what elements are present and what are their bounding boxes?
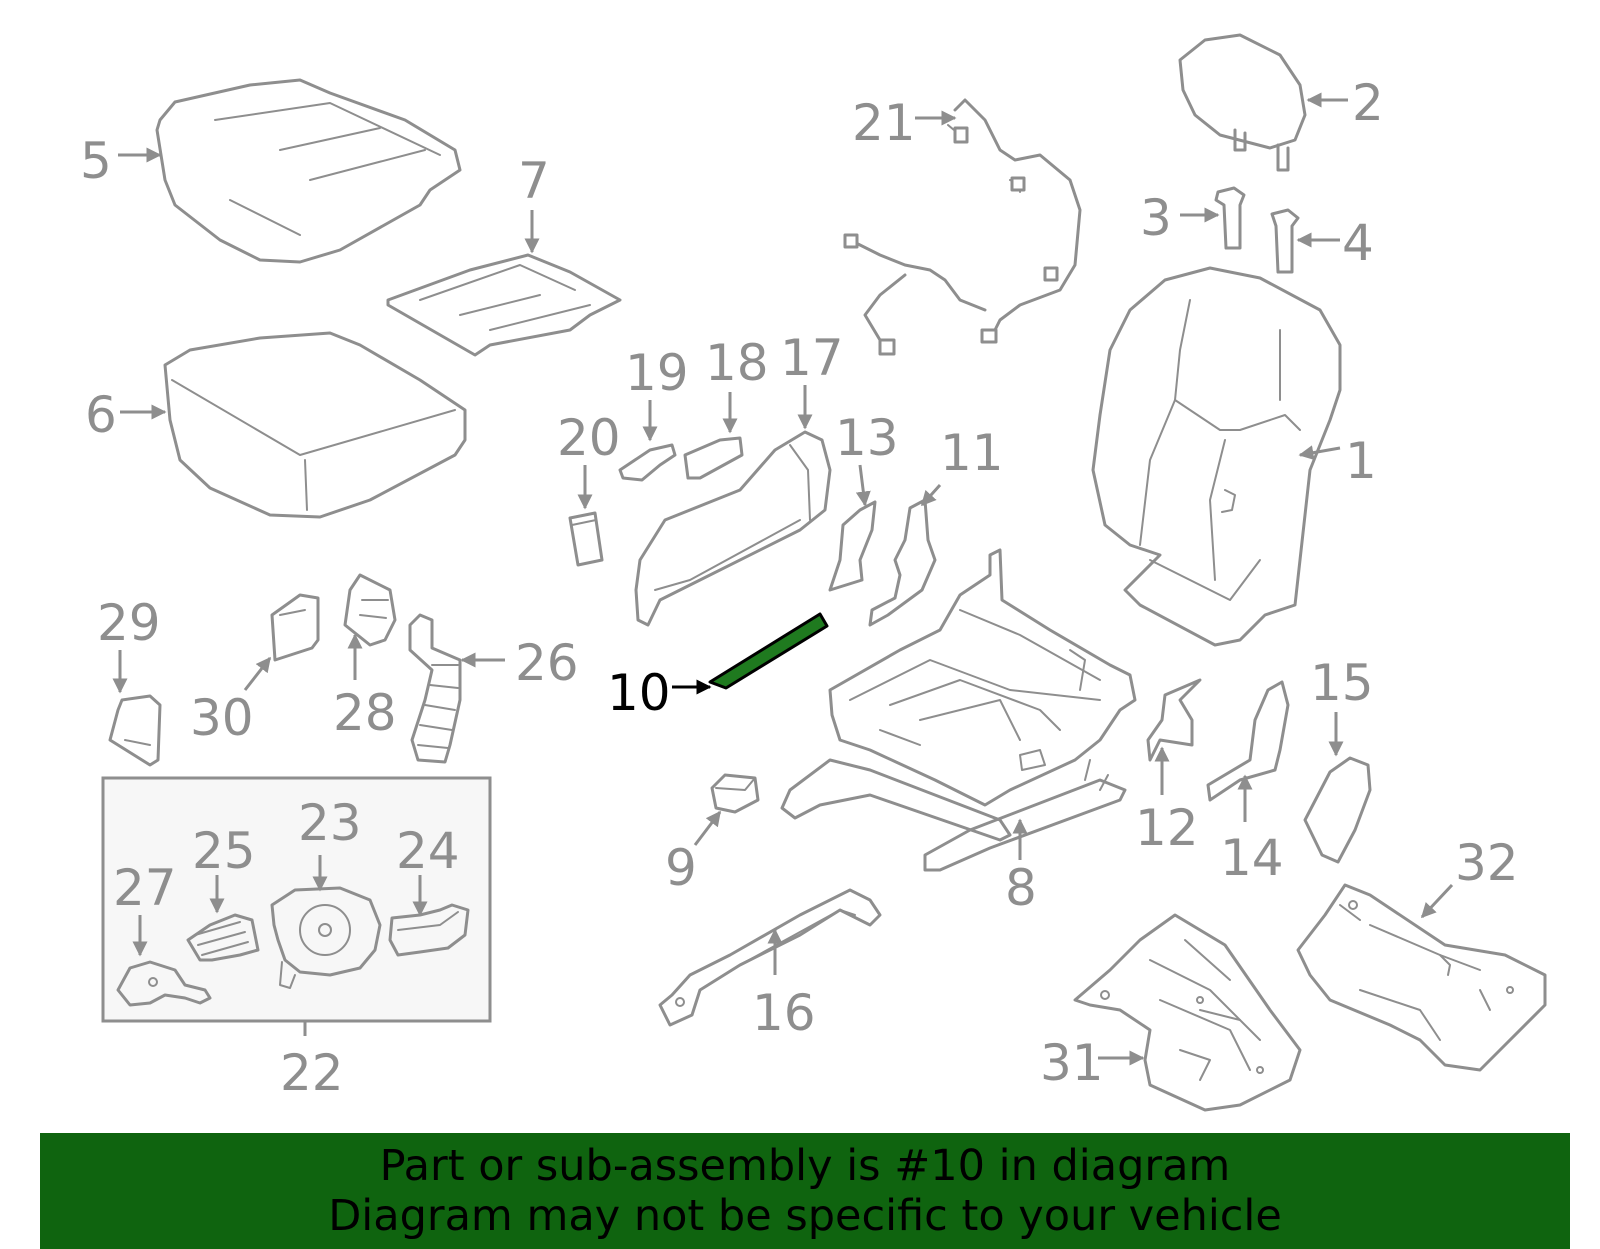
callout-1: 1 [1345, 432, 1377, 490]
part-20 [568, 511, 604, 567]
callout-30: 30 [190, 689, 254, 747]
part-32-plate [1296, 883, 1547, 1072]
part-23-blower [270, 886, 382, 989]
part-17-side-shield [634, 430, 832, 627]
part-1-seat-back [1091, 266, 1342, 647]
part-27 [116, 960, 212, 1007]
callout-15: 15 [1310, 654, 1374, 712]
callout-25: 25 [192, 822, 256, 880]
callout-5: 5 [80, 132, 112, 190]
part-28 [343, 573, 397, 647]
part-30 [270, 593, 320, 662]
part-18 [683, 436, 744, 480]
part-21-harness [843, 98, 1082, 356]
part-25 [186, 913, 260, 962]
callout-31: 31 [1040, 1034, 1104, 1092]
callout-2: 2 [1352, 74, 1384, 132]
callout-20: 20 [557, 409, 621, 467]
callout-14: 14 [1220, 829, 1284, 887]
part-9 [710, 773, 760, 814]
callout-27: 27 [113, 859, 177, 917]
callout-16: 16 [752, 984, 816, 1042]
callout-22: 22 [280, 1044, 344, 1102]
part-5-cushion-cover [155, 78, 462, 264]
part-2-headrest [1178, 33, 1307, 172]
callout-arrows [112, 92, 1454, 1066]
callout-24: 24 [396, 822, 460, 880]
callout-8: 8 [1005, 859, 1037, 917]
callout-12: 12 [1135, 799, 1199, 857]
part-19 [618, 443, 677, 482]
part-31-plate [1073, 913, 1302, 1112]
part-6-cushion-pad [163, 331, 467, 519]
callout-labels: 1 2 3 4 5 6 7 8 9 10 11 12 13 14 15 16 1… [80, 74, 1519, 1102]
callout-9: 9 [665, 839, 697, 897]
callout-21: 21 [852, 94, 916, 152]
part-4-guide [1270, 208, 1300, 274]
callout-7: 7 [518, 152, 550, 210]
callout-4: 4 [1342, 214, 1374, 272]
callout-6: 6 [85, 386, 117, 444]
callout-29: 29 [97, 594, 161, 652]
part-24 [388, 903, 470, 957]
callout-11: 11 [940, 424, 1004, 482]
part-16-bracket [658, 888, 882, 1027]
callout-19: 19 [625, 344, 689, 402]
callout-17: 17 [780, 329, 844, 387]
part-29 [108, 694, 162, 767]
banner-line-2: Diagram may not be specific to your vehi… [328, 1191, 1282, 1241]
callout-18: 18 [705, 334, 769, 392]
callout-13: 13 [835, 409, 899, 467]
callout-28: 28 [333, 684, 397, 742]
part-26-duct [408, 613, 462, 764]
callout-3: 3 [1140, 189, 1172, 247]
part-15 [1303, 756, 1372, 864]
part-13 [828, 500, 877, 592]
part-10-highlighted [708, 612, 829, 690]
callout-26: 26 [515, 634, 579, 692]
part-11 [868, 498, 937, 627]
part-7-pad [386, 253, 622, 357]
part-14 [1206, 680, 1290, 802]
info-banner: Part or sub-assembly is #10 in diagram D… [40, 1133, 1570, 1249]
banner-line-1: Part or sub-assembly is #10 in diagram [379, 1141, 1231, 1191]
part-8-seat-frame [780, 548, 1137, 872]
group-22-box [101, 776, 492, 1036]
callout-23: 23 [298, 794, 362, 852]
callout-10-highlighted: 10 [607, 664, 671, 722]
part-12 [1146, 678, 1202, 762]
part-3-guide [1214, 186, 1246, 250]
callout-32: 32 [1455, 834, 1519, 892]
